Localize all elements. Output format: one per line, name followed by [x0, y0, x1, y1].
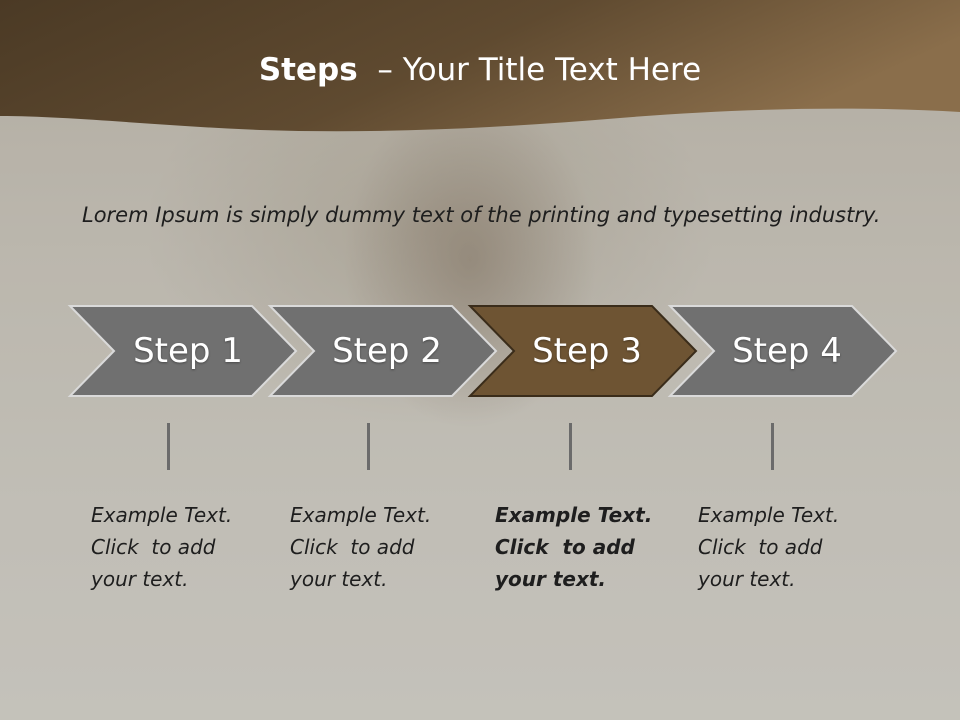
step-3-line-3: your text.: [495, 567, 607, 591]
intro-text: Lorem Ipsum is simply dummy text of the …: [82, 203, 881, 227]
step-3-connector: [569, 423, 572, 470]
title-strong: Steps: [258, 52, 358, 88]
title-rest: – Your Title Text Here: [377, 52, 702, 88]
step-4-arrow[interactable]: [667, 305, 898, 397]
step-2-arrow[interactable]: [267, 305, 498, 397]
step-3-label: Step 3: [532, 331, 642, 371]
step-2-line-1: Example Text.: [290, 503, 432, 527]
step-2-description[interactable]: Example Text. Click to add your text.: [290, 499, 465, 595]
step-3-arrow[interactable]: [467, 305, 698, 397]
step-1-description[interactable]: Example Text. Click to add your text.: [91, 499, 266, 595]
step-4-line-2: Click to add: [698, 535, 823, 559]
step-2-connector: [367, 423, 370, 470]
step-4-label: Step 4: [732, 331, 842, 371]
step-3-description[interactable]: Example Text. Click to add your text.: [495, 499, 670, 595]
step-1-line-3: your text.: [91, 567, 189, 591]
step-2-line-2: Click to add: [290, 535, 415, 559]
step-1-line-2: Click to add: [91, 535, 216, 559]
step-4-connector: [771, 423, 774, 470]
step-1-arrow[interactable]: [67, 305, 298, 397]
header-band: [0, 0, 960, 132]
step-1-line-1: Example Text.: [91, 503, 233, 527]
step-2-line-3: your text.: [290, 567, 388, 591]
step-4-description[interactable]: Example Text. Click to add your text.: [698, 499, 873, 595]
step-4-line-3: your text.: [698, 567, 796, 591]
step-1-connector: [167, 423, 170, 470]
step-3-line-2: Click to add: [495, 535, 635, 559]
step-3-line-1: Example Text.: [495, 503, 653, 527]
page-title: Steps – Your Title Text Here: [0, 52, 960, 88]
step-4-line-1: Example Text.: [698, 503, 840, 527]
step-1-label: Step 1: [133, 331, 243, 371]
step-2-label: Step 2: [332, 331, 442, 371]
